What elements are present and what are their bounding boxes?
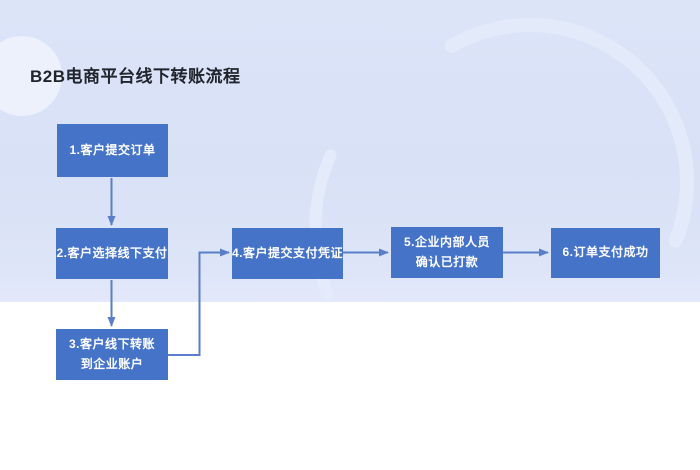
flow-node-3-label: 3.客户线下转账 到企业账户 bbox=[68, 337, 155, 371]
decor-ring-top-right bbox=[444, 17, 695, 248]
flow-node-1: 1.客户提交订单 bbox=[57, 124, 168, 177]
flow-node-3: 3.客户线下转账 到企业账户 bbox=[56, 329, 168, 380]
flow-node-5-label: 5.企业内部人员 确认已打款 bbox=[403, 235, 490, 269]
flow-node-2-label: 2.客户选择线下支付 bbox=[56, 245, 168, 260]
page-title: B2B电商平台线下转账流程 bbox=[30, 67, 241, 86]
flow-node-2: 2.客户选择线下支付 bbox=[56, 228, 168, 279]
flow-node-4-label: 4.客户提交支付凭证 bbox=[232, 245, 344, 260]
banner-decorations bbox=[0, 17, 695, 301]
decor-ring-center bbox=[309, 149, 337, 301]
decor-circle bbox=[0, 36, 62, 116]
flow-node-6-label: 6.订单支付成功 bbox=[562, 245, 649, 260]
flow-node-6: 6.订单支付成功 bbox=[551, 228, 660, 278]
flow-node-1-label: 1.客户提交订单 bbox=[69, 142, 156, 157]
flow-node-4: 4.客户提交支付凭证 bbox=[232, 228, 343, 279]
flow-node-5: 5.企业内部人员 确认已打款 bbox=[391, 227, 503, 278]
